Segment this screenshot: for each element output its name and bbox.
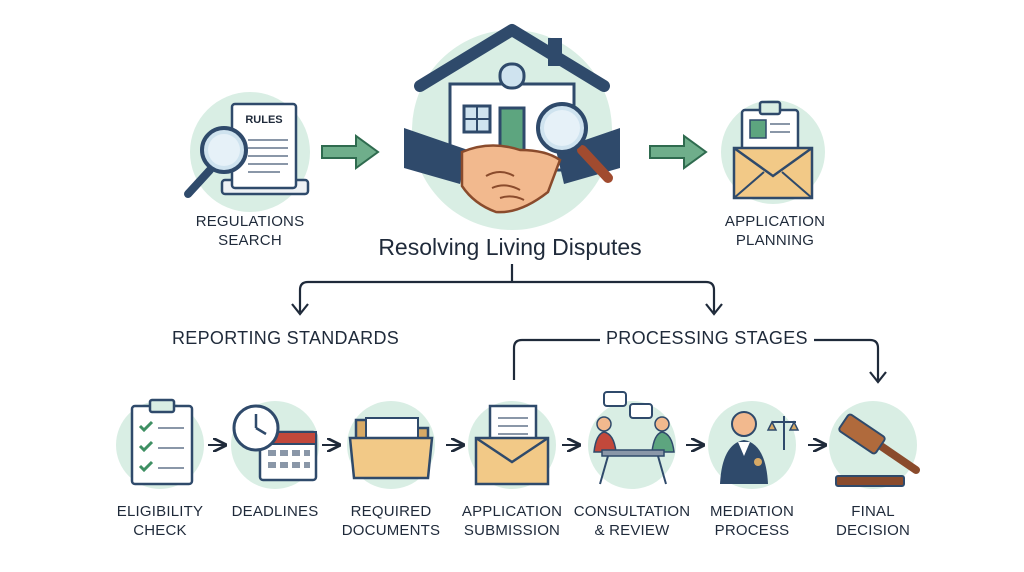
step-line1: APPLICATION <box>461 503 563 520</box>
checklist-icon <box>130 398 194 486</box>
step-line1: REQUIRED <box>350 503 432 520</box>
step-line1: FINAL <box>851 503 895 520</box>
regulations-line2: SEARCH <box>218 232 282 249</box>
step-line2: DECISION <box>835 522 911 539</box>
regulations-search-icon <box>184 92 310 212</box>
mediator-icon <box>720 411 800 484</box>
consultation-icon <box>593 391 675 485</box>
page-title: Resolving Living Disputes <box>378 234 642 260</box>
step-line2: & REVIEW <box>594 522 670 539</box>
step-mediation-label: MEDIATION PROCESS <box>700 502 804 540</box>
step-documents-label: REQUIRED DOCUMENTS <box>336 502 446 540</box>
regulations-search-label: REGULATIONS SEARCH <box>180 212 320 250</box>
house-handshake-icon <box>404 24 620 230</box>
clock-calendar-icon <box>232 404 318 482</box>
folder-icon <box>348 417 434 480</box>
step-decision-label: FINAL DECISION <box>823 502 923 540</box>
step-line2: CHECK <box>133 522 187 539</box>
step-line1: ELIGIBILITY <box>116 503 204 520</box>
regulations-line1: REGULATIONS <box>195 213 305 230</box>
planning-line2: PLANNING <box>735 232 815 249</box>
arrow-green-1 <box>321 134 380 170</box>
branch-connector <box>291 264 723 316</box>
planning-line1: APPLICATION <box>724 213 826 230</box>
envelope-document-icon <box>474 404 550 486</box>
step-line1: DEADLINES <box>231 503 319 520</box>
step-line2: SUBMISSION <box>463 522 561 539</box>
rules-badge: RULES <box>245 114 283 126</box>
step-line2: PROCESS <box>714 522 790 539</box>
processing-stages-heading: PROCESSING STAGES <box>600 328 814 349</box>
gavel-icon <box>835 413 920 487</box>
step-deadlines-label: DEADLINES <box>225 502 325 521</box>
reporting-standards-heading: REPORTING STANDARDS <box>166 328 406 349</box>
arrow-green-2 <box>649 134 708 170</box>
step-eligibility-label: ELIGIBILITY CHECK <box>110 502 210 540</box>
step-line1: MEDIATION <box>709 503 795 520</box>
application-planning-label: APPLICATION PLANNING <box>705 212 845 250</box>
step-consultation-label: CONSULTATION & REVIEW <box>572 502 692 540</box>
step-submission-label: APPLICATION SUBMISSION <box>454 502 570 540</box>
step-line1: CONSULTATION <box>573 503 691 520</box>
processing-bracket <box>512 338 887 384</box>
step-line2: DOCUMENTS <box>341 522 441 539</box>
application-planning-icon <box>721 100 825 204</box>
